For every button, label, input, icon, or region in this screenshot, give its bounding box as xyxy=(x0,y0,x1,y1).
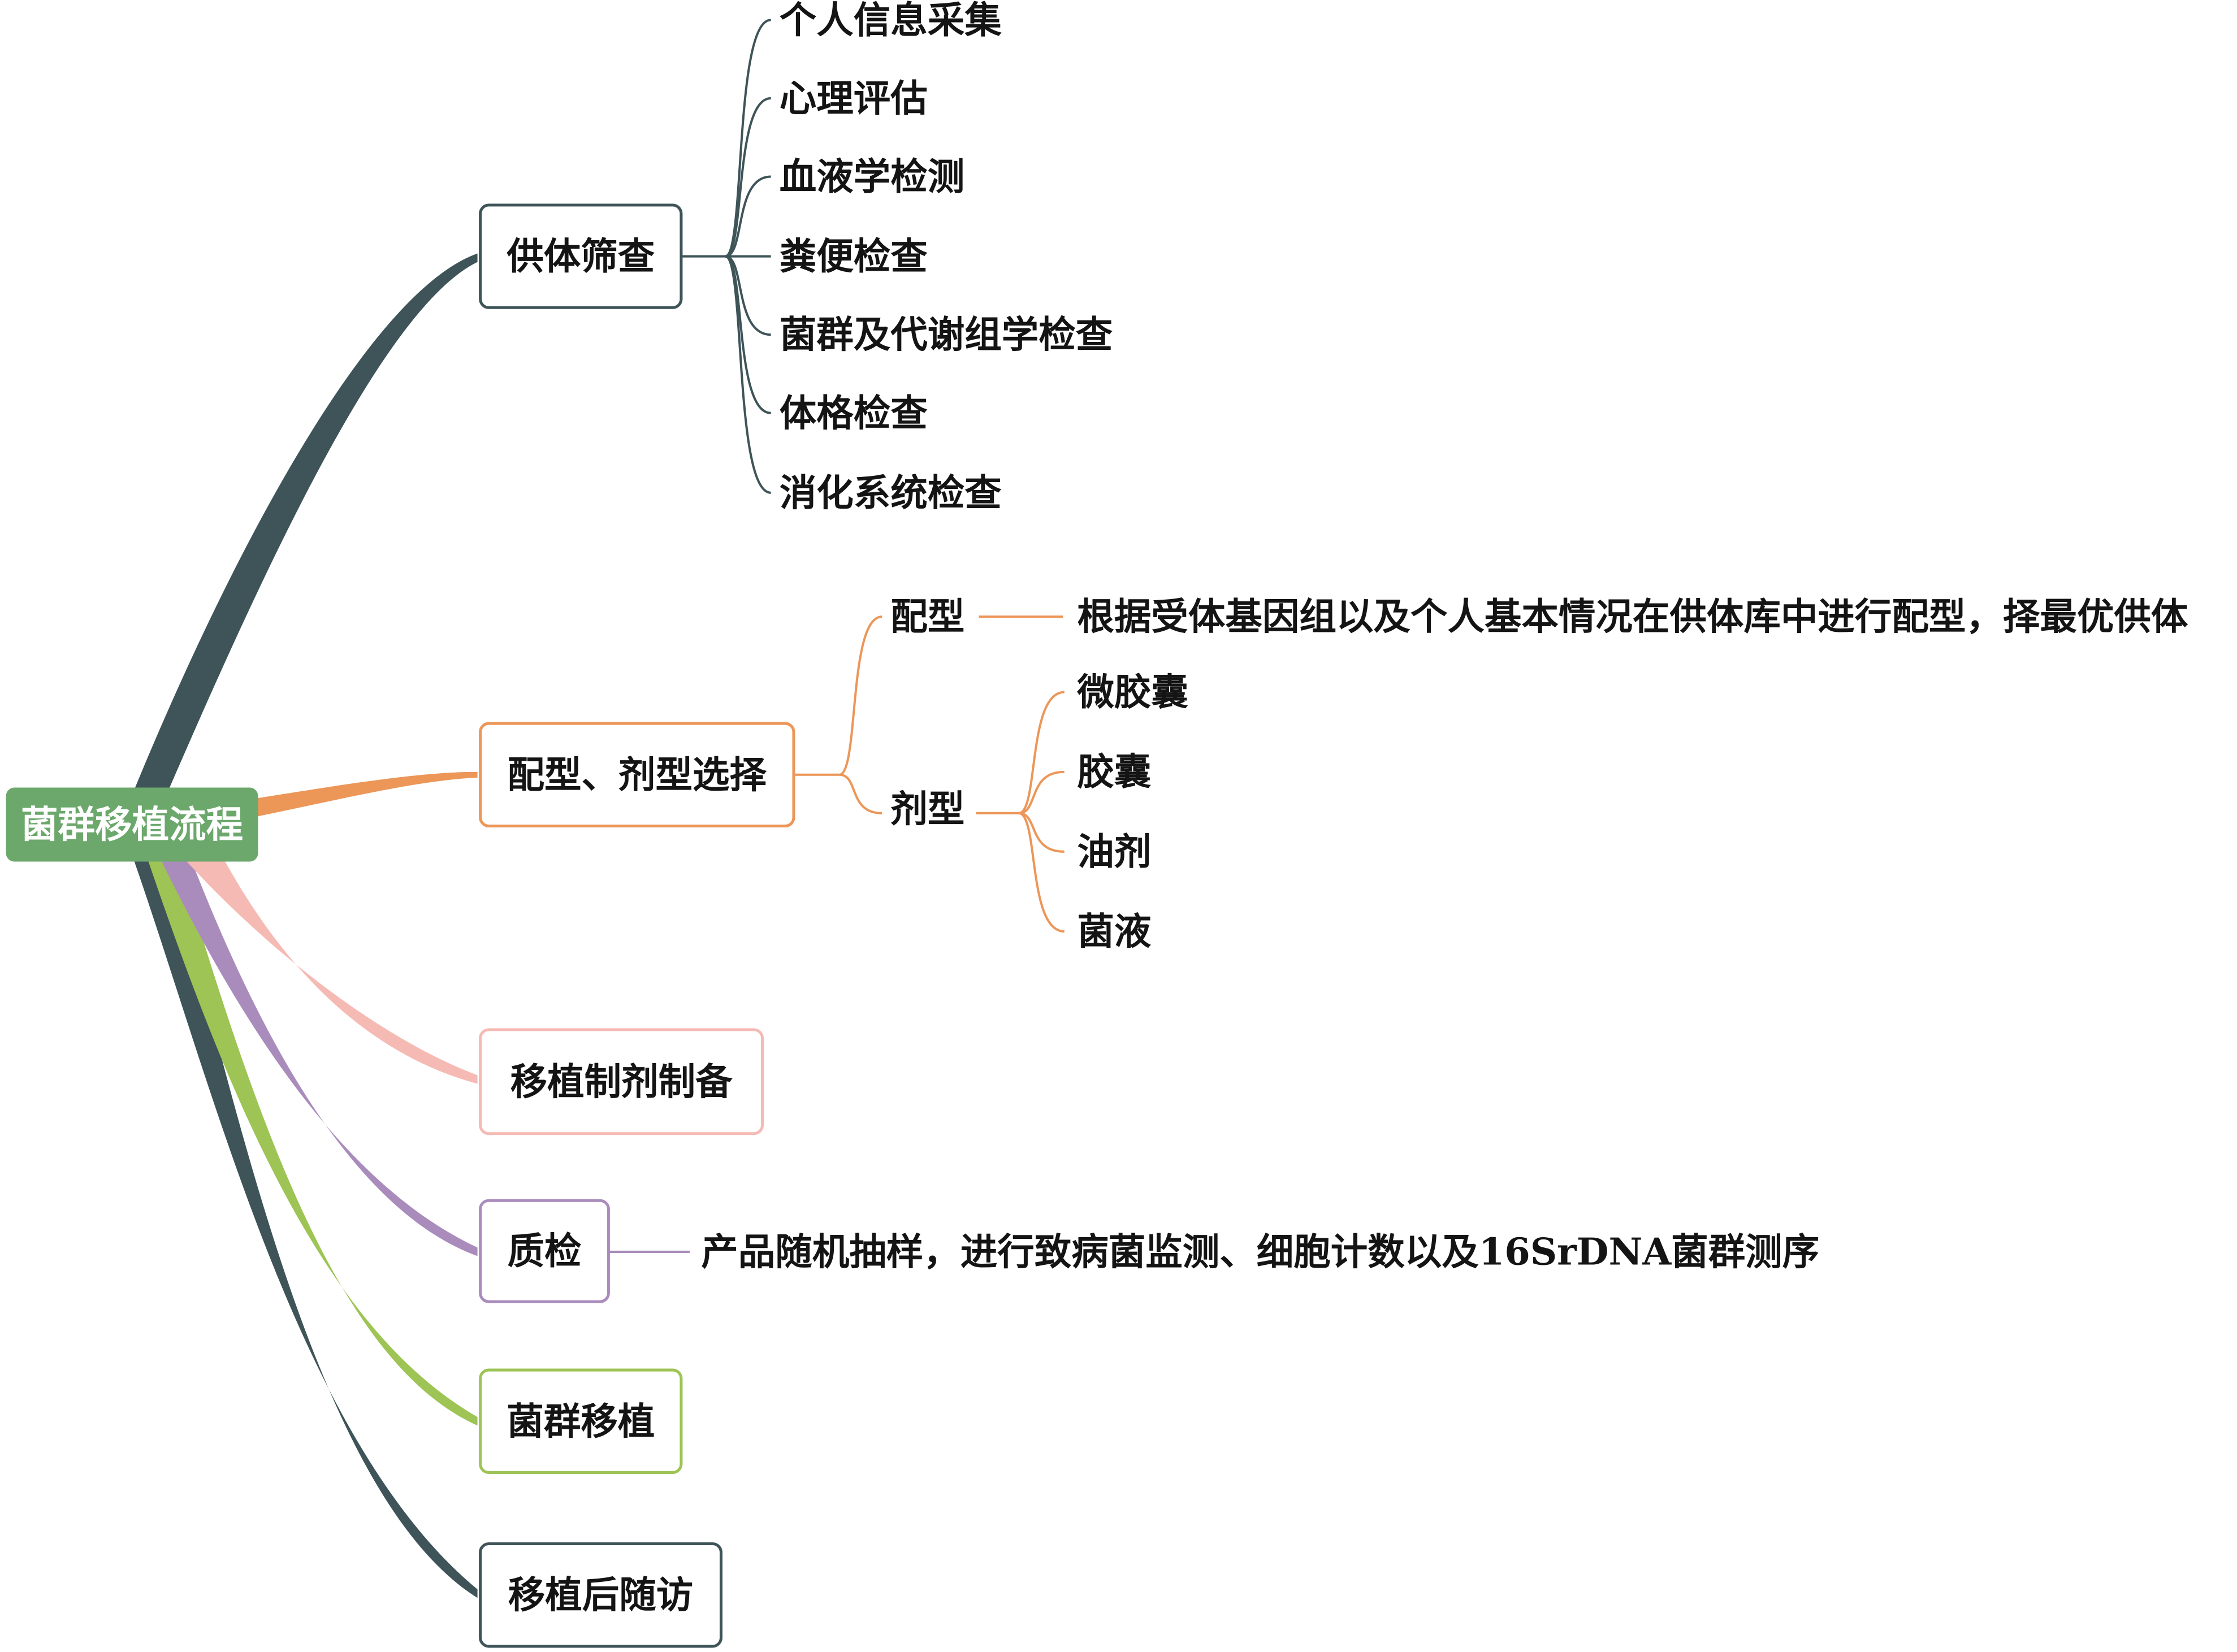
formulation-option-connector xyxy=(1018,691,1065,814)
donor-child-connector xyxy=(725,97,771,258)
donor-child-stool-test: 粪便检查 xyxy=(780,235,928,278)
donor-child-digestive-exam: 消化系统检查 xyxy=(780,471,1002,514)
transplant-label: 菌群移植 xyxy=(507,1399,655,1443)
donor-child-connector xyxy=(725,255,771,336)
formulation-option-capsule: 胶囊 xyxy=(1077,750,1151,794)
root-node-box xyxy=(6,787,258,862)
formulation-option-connector xyxy=(1018,770,1065,814)
donor-child-connector xyxy=(725,175,771,258)
follow-up-box xyxy=(479,1542,722,1648)
node-quality-check: 质检 xyxy=(479,1199,610,1303)
follow-up-label: 移植后随访 xyxy=(508,1573,694,1617)
branch-connector-matching xyxy=(252,771,478,818)
node-transplant: 菌群移植 xyxy=(479,1368,683,1475)
formulation-option-connector xyxy=(1018,812,1065,933)
donor-child-psych-eval: 心理评估 xyxy=(780,76,928,120)
branch-connector-follow-up xyxy=(129,848,478,1598)
donor-child-personal-info: 个人信息采集 xyxy=(780,0,1002,42)
node-matching-formulation: 配型、剂型选择 xyxy=(479,722,795,828)
root-node-label: 菌群移植流程 xyxy=(21,803,243,846)
matching-child-connector xyxy=(838,615,882,776)
donor-child-physical-exam: 体格检查 xyxy=(780,391,928,435)
matching-formulation-label: 配型、剂型选择 xyxy=(508,753,767,796)
branch-connector-quality-check xyxy=(155,848,478,1256)
quality-check-detail-text: 产品随机抽样，进行致病菌监测、细胞计数以及16SrDNA菌群测序 xyxy=(701,1230,1819,1273)
branch-connector-transplant xyxy=(144,848,478,1426)
donor-screening-label: 供体筛查 xyxy=(507,235,655,278)
donor-child-blood-test: 血液学检测 xyxy=(780,155,965,198)
node-donor-screening: 供体筛查 xyxy=(479,203,683,309)
root-node: 菌群移植流程 xyxy=(6,787,258,862)
formulation-label: 剂型 xyxy=(890,787,964,831)
formulation-option-microcapsule: 微胶囊 xyxy=(1076,670,1188,714)
transplant-box xyxy=(479,1368,683,1475)
donor-child-connector xyxy=(725,255,772,494)
branch-connector-donor-screening xyxy=(129,253,478,801)
donor-child-microbiome-metabolomics: 菌群及代谢组学检查 xyxy=(780,313,1113,357)
matching-detail-text: 根据受体基因组以及个人基本情况在供体库中进行配型，择最优供体 xyxy=(1077,595,2188,639)
donor-child-connector xyxy=(725,19,772,258)
preparation-box xyxy=(479,1028,764,1135)
formulation-option-liquid: 菌液 xyxy=(1077,909,1151,953)
branch-connector-preparation xyxy=(175,848,478,1084)
donor-screening-children-connectors xyxy=(681,19,772,494)
node-follow-up: 移植后随访 xyxy=(479,1542,722,1648)
node-preparation: 移植制剂制备 xyxy=(479,1028,764,1135)
formulation-option-connector xyxy=(1018,812,1065,853)
preparation-label: 移植制剂制备 xyxy=(510,1060,733,1103)
quality-check-label: 质检 xyxy=(508,1229,582,1273)
formulation-child-connector xyxy=(839,773,882,814)
matching-label: 配型 xyxy=(890,595,964,639)
formulation-option-oil: 油剂 xyxy=(1077,830,1151,873)
